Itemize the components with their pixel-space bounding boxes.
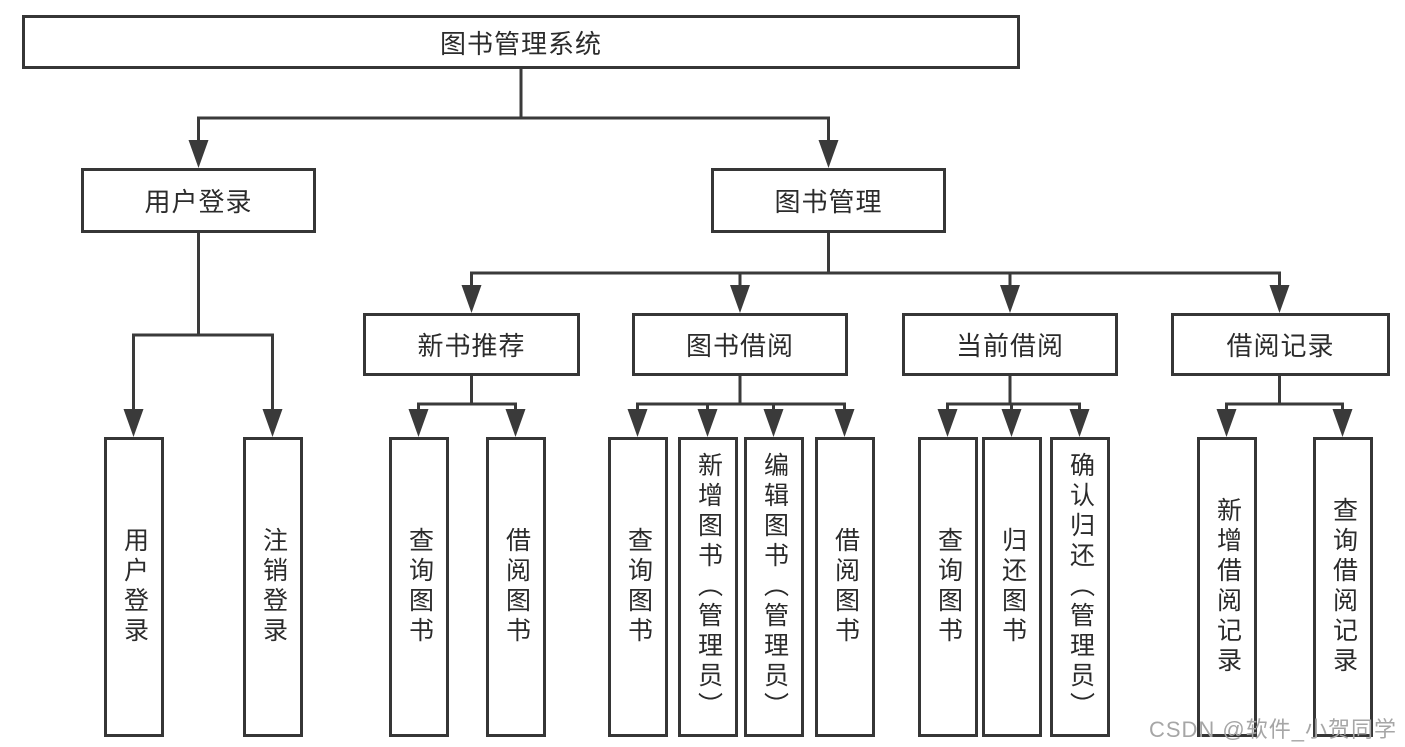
node-book-borrowing-label: 图书借阅 (685, 331, 794, 361)
node-leaf-borrow-books-rec-label: 借阅图书 (502, 527, 531, 647)
node-borrowing-records: 借阅记录 (1171, 313, 1390, 376)
node-leaf-query-books-rec: 查询图书 (389, 437, 449, 737)
node-borrowing-records-label: 借阅记录 (1226, 331, 1335, 361)
node-leaf-return-books: 归还图书 (982, 437, 1042, 737)
node-leaf-confirm-return-admin: 确认归还（管理员） (1050, 437, 1110, 737)
node-new-book-recommendation-label: 新书推荐 (417, 331, 526, 361)
node-leaf-borrow-books-label: 借阅图书 (831, 527, 860, 647)
node-user-login: 用户登录 (81, 168, 316, 233)
node-new-book-recommendation: 新书推荐 (363, 313, 580, 376)
node-root: 图书管理系统 (22, 15, 1020, 69)
connector-book-mgmt-to-children (461, 233, 1290, 313)
node-leaf-logout: 注销登录 (243, 437, 303, 737)
node-current-borrowing: 当前借阅 (902, 313, 1118, 376)
node-current-borrowing-label: 当前借阅 (955, 331, 1064, 361)
node-leaf-query-books-borrow-label: 查询图书 (624, 527, 653, 647)
node-leaf-query-borrow-record-label: 查询借阅记录 (1329, 497, 1358, 677)
node-leaf-query-books-rec-label: 查询图书 (405, 527, 434, 647)
node-book-borrowing: 图书借阅 (632, 313, 848, 376)
connector-current-borrow-to-children (937, 376, 1090, 437)
connector-root-to-children (188, 67, 839, 168)
node-book-management-label: 图书管理 (774, 187, 883, 217)
connector-book-borrow-to-children (627, 376, 855, 437)
node-leaf-query-books-current-label: 查询图书 (934, 527, 963, 647)
node-book-management: 图书管理 (711, 168, 946, 233)
node-leaf-borrow-books-rec: 借阅图书 (486, 437, 546, 737)
node-leaf-add-books-admin: 新增图书（管理员） (678, 437, 738, 737)
node-leaf-user-login-label: 用户登录 (120, 527, 149, 647)
connector-borrow-records-to-children (1216, 376, 1353, 437)
watermark: CSDN @软件_小贺同学 (1148, 717, 1397, 742)
node-leaf-add-borrow-record: 新增借阅记录 (1197, 437, 1257, 737)
connector-new-book-rec-to-children (408, 376, 526, 437)
node-leaf-borrow-books: 借阅图书 (815, 437, 875, 737)
node-leaf-confirm-return-admin-label: 确认归还（管理员） (1066, 452, 1095, 722)
node-root-label: 图书管理系统 (439, 28, 602, 59)
node-leaf-return-books-label: 归还图书 (998, 527, 1027, 647)
node-leaf-edit-books-admin: 编辑图书（管理员） (744, 437, 804, 737)
node-user-login-label: 用户登录 (144, 187, 253, 217)
node-leaf-query-borrow-record: 查询借阅记录 (1313, 437, 1373, 737)
connector-user-login-to-children (123, 233, 283, 437)
node-leaf-query-books-current: 查询图书 (918, 437, 978, 737)
node-leaf-query-books-borrow: 查询图书 (608, 437, 668, 737)
node-leaf-add-books-admin-label: 新增图书（管理员） (694, 452, 723, 722)
node-leaf-user-login: 用户登录 (104, 437, 164, 737)
node-leaf-add-borrow-record-label: 新增借阅记录 (1213, 497, 1242, 677)
node-leaf-logout-label: 注销登录 (259, 527, 288, 647)
node-leaf-edit-books-admin-label: 编辑图书（管理员） (760, 452, 789, 722)
